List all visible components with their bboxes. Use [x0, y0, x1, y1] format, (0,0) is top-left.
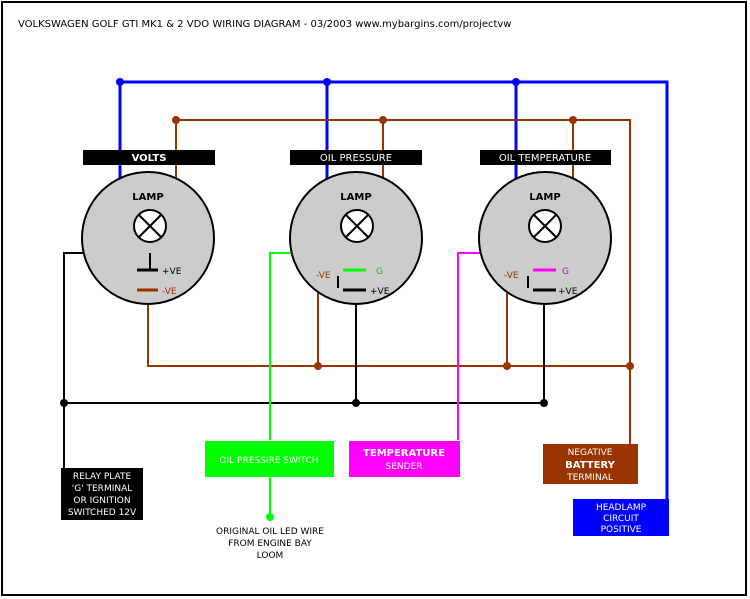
- oil-pressure-label-bg: [290, 150, 422, 165]
- diagram-title: VOLKSWAGEN GOLF GTI MK1 & 2 VDO WIRING D…: [18, 19, 512, 30]
- temp-sender-line-1: TEMPERATURE: [363, 448, 445, 459]
- oil-temperature-gauge-label: OIL TEMPERATURE: [499, 153, 591, 164]
- temp-sender-line-2: SENDER: [385, 462, 422, 472]
- volts-gauge-label: VOLTS: [132, 153, 167, 164]
- oil-led-note-1: ORIGINAL OIL LED WIRE: [216, 527, 324, 537]
- oil-temperature-g-label: G: [562, 267, 569, 277]
- relay-line-2: 'G' TERMINAL: [72, 484, 133, 494]
- oil-pressure-switch-box: OIL PRESSIRE SWITCH: [205, 441, 334, 477]
- brown-junctions: [172, 116, 634, 370]
- oil-pressure-neg-label: -VE: [316, 271, 331, 281]
- negative-battery-box: NEGATIVE BATTERY TERMINAL: [543, 444, 638, 484]
- oil-pressure-gauge: LAMP G -VE +VE: [289, 171, 423, 305]
- headlamp-line-2: CIRCUIT: [603, 514, 639, 524]
- oil-temperature-gauge: LAMP G -VE +VE: [478, 171, 612, 305]
- relay-plate-box: RELAY PLATE 'G' TERMINAL OR IGNITION SWI…: [61, 468, 143, 520]
- battery-line-1: NEGATIVE: [568, 448, 613, 458]
- black-junctions: [60, 399, 548, 407]
- oil-pressure-pos-label: +VE: [370, 287, 390, 297]
- oil-led-wire-end: [266, 513, 274, 521]
- oil-pressure-gauge-label: OIL PRESSURE: [320, 153, 392, 164]
- relay-line-1: RELAY PLATE: [73, 472, 132, 482]
- oil-temperature-lamp-icon: [528, 209, 562, 243]
- volts-pos-label: +VE: [162, 267, 182, 277]
- oil-led-note: ORIGINAL OIL LED WIRE FROM ENGINE BAY LO…: [216, 527, 324, 561]
- oil-led-note-3: LOOM: [257, 551, 284, 561]
- volts-label-bg: [83, 150, 215, 165]
- blue-junctions: [116, 78, 520, 86]
- headlamp-line-1: HEADLAMP: [596, 503, 647, 513]
- relay-line-4: SWITCHED 12V: [68, 508, 137, 518]
- headlamp-positive-box: HEADLAMP CIRCUIT POSITIVE: [573, 499, 669, 536]
- temperature-sender-box: TEMPERATURE SENDER: [349, 441, 460, 477]
- oil-pressure-lamp-label: LAMP: [340, 192, 371, 203]
- volts-lamp-label: LAMP: [132, 192, 163, 203]
- oil-pressure-lamp-icon: [340, 209, 374, 243]
- volts-lamp-icon: [133, 209, 167, 243]
- battery-line-2: BATTERY: [565, 460, 615, 471]
- volts-neg-label: -VE: [162, 287, 177, 297]
- oil-temperature-label-bg: [480, 150, 611, 165]
- relay-line-3: OR IGNITION: [73, 496, 130, 506]
- battery-line-3: TERMINAL: [566, 473, 613, 483]
- oil-temperature-lamp-label: LAMP: [529, 192, 560, 203]
- oil-led-note-2: FROM ENGINE BAY: [228, 539, 312, 549]
- headlamp-line-3: POSITIVE: [601, 525, 642, 535]
- oil-pressure-g-label: G: [376, 267, 383, 277]
- oil-switch-label: OIL PRESSIRE SWITCH: [219, 456, 318, 466]
- volts-gauge: LAMP +VE -VE: [81, 171, 215, 305]
- oil-temperature-neg-label: -VE: [504, 271, 519, 281]
- oil-temperature-pos-label: +VE: [558, 287, 578, 297]
